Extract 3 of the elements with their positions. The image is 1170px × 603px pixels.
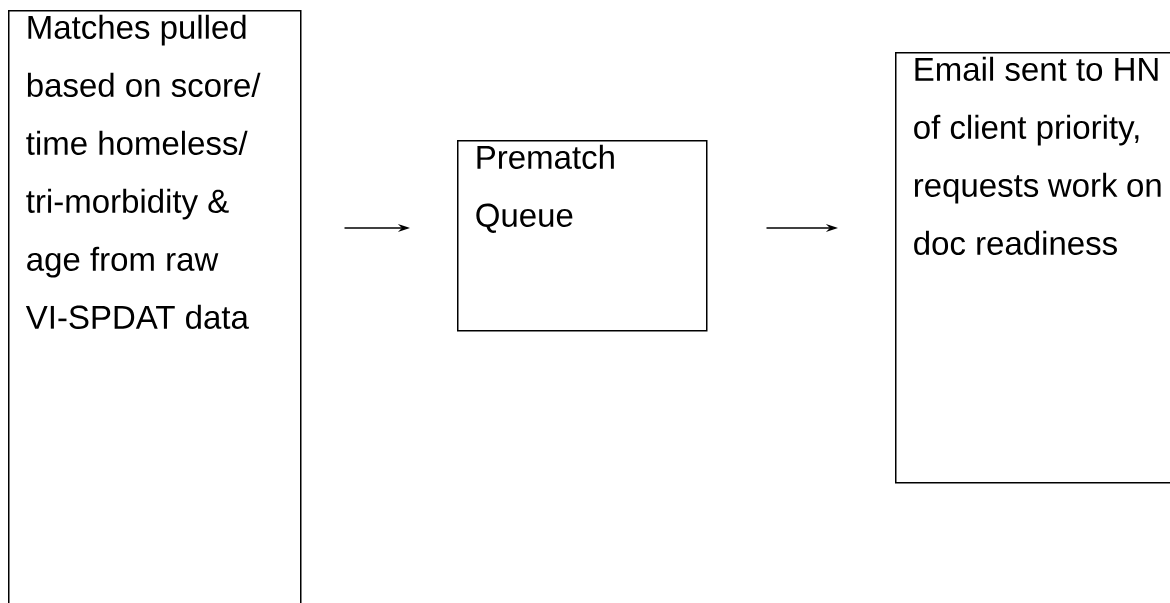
process-box: Prematch Queue [457,140,708,332]
process-box: Email sent to HN of client priority, requests work on doc readiness [895,52,1170,484]
process-box: Matches pulled based on score/ time homeless/ tri-morbidity & age from raw VI-SPDAT data [8,10,302,603]
